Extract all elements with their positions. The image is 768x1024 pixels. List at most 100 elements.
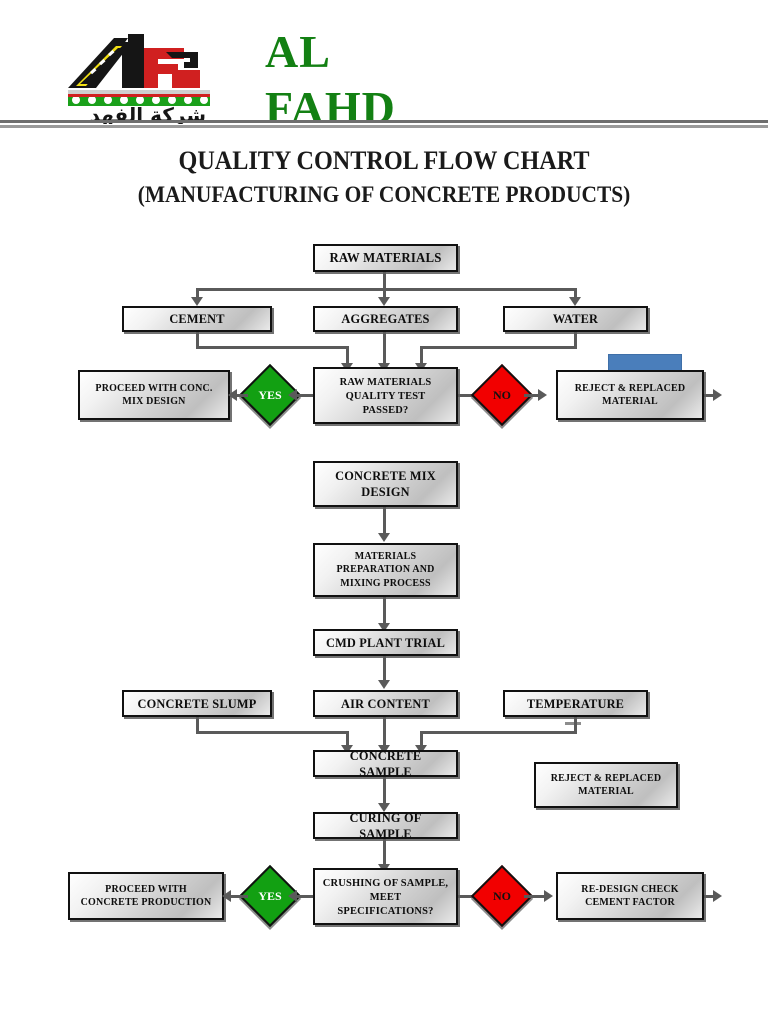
connector-aggregates-drop [383, 332, 386, 366]
stray-dash-mark [565, 722, 581, 725]
arrow-slump-to-sample [341, 745, 353, 754]
connector-crushing-to-no2 [458, 895, 480, 898]
connector-water-across [420, 346, 577, 349]
connector-slump-down [196, 717, 199, 733]
arrow-test-to-yes1 [288, 389, 297, 401]
connector-air-drop [383, 717, 386, 748]
node-cement[interactable]: CEMENT [122, 306, 272, 332]
arrow-yes2-left [222, 890, 231, 902]
node-proceed-production[interactable]: PROCEED WITH CONCRETE PRODUCTION [68, 872, 224, 920]
node-reject-replaced-material-1-label: REJECT & REPLACED MATERIAL [574, 382, 686, 408]
arrow-temp-to-sample [415, 745, 427, 754]
connector-water-drop [420, 346, 423, 366]
divider-line-top [0, 120, 768, 123]
connector-yes1-to-proceed [230, 394, 248, 397]
node-air-content-label: AIR CONTENT [341, 695, 430, 711]
connector-yes2-to-proceed [224, 895, 248, 898]
logo-arabic-text: شركة الفهد [90, 103, 206, 124]
arrow-to-cement [191, 297, 203, 306]
node-water-label: WATER [552, 311, 599, 326]
node-concrete-slump[interactable]: CONCRETE SLUMP [122, 690, 272, 717]
divider-line-bottom [0, 125, 768, 128]
connector-trial-to-air [383, 656, 386, 684]
node-reject-replaced-material-1[interactable]: REJECT & REPLACED MATERIAL [556, 370, 704, 420]
connector-prep-to-trial [383, 597, 386, 627]
connector-bus-mid-drop [383, 288, 386, 300]
connector-sample-to-curing [383, 777, 386, 807]
header-divider [0, 120, 768, 130]
node-concrete-mix-design[interactable]: CONCRETE MIX DESIGN [313, 461, 458, 507]
node-reject-replaced-material-2[interactable]: REJECT & REPLACED MATERIAL [534, 762, 678, 808]
node-reject-replaced-material-2-label: REJECT & REPLACED MATERIAL [550, 772, 662, 798]
node-proceed-production-label: PROCEED WITH CONCRETE PRODUCTION [80, 883, 212, 909]
node-cement-label: CEMENT [169, 311, 225, 326]
connector-bus-left-drop [196, 288, 199, 300]
node-redesign-cement-factor[interactable]: RE-DESIGN CHECK CEMENT FACTOR [556, 872, 704, 920]
connector-test-to-no1 [458, 394, 480, 397]
node-redesign-cement-factor-label: RE-DESIGN CHECK CEMENT FACTOR [581, 883, 679, 909]
brand-wordmark: AL FAHD [265, 24, 525, 128]
node-aggregates[interactable]: AGGREGATES [313, 306, 458, 332]
connector-cmd-to-prep [383, 507, 386, 537]
connector-redesign-out [704, 895, 716, 898]
connector-slump-drop [346, 731, 349, 748]
connector-temp-across [420, 731, 577, 734]
connector-bus-row1 [196, 288, 576, 291]
decision-yes-crushing-label: YES [258, 888, 282, 903]
decision-yes-raw-materials-label: YES [258, 387, 282, 402]
connector-curing-to-crushing [383, 839, 386, 868]
connector-slump-across [196, 731, 349, 734]
node-concrete-mix-design-label: CONCRETE MIX DESIGN [335, 468, 436, 499]
node-proceed-mix-design-label: PROCEED WITH CONC. MIX DESIGN [95, 382, 213, 408]
node-cmd-plant-trial[interactable]: CMD PLANT TRIAL [313, 629, 458, 656]
decision-no-raw-materials-label: NO [493, 387, 511, 402]
connector-reject1-out [704, 394, 716, 397]
node-raw-materials-quality-test-label: RAW MATERIALS QUALITY TEST PASSED? [339, 375, 432, 416]
arrow-no1-right [538, 389, 547, 401]
page-title: QUALITY CONTROL FLOW CHART [178, 146, 590, 175]
node-cmd-plant-trial-label: CMD PLANT TRIAL [325, 634, 446, 650]
arrow-yes1-left [228, 389, 237, 401]
node-raw-materials-quality-test[interactable]: RAW MATERIALS QUALITY TEST PASSED? [313, 367, 458, 424]
node-materials-preparation[interactable]: MATERIALS PREPARATION AND MIXING PROCESS [313, 543, 458, 597]
node-water[interactable]: WATER [503, 306, 648, 332]
decision-no-crushing-label: NO [493, 888, 511, 903]
node-raw-materials-label: RAW MATERIALS [329, 250, 442, 265]
company-logo: شركة الفهد [66, 28, 212, 124]
connector-temp-down [574, 717, 577, 733]
connector-cement-across [196, 346, 349, 349]
node-raw-materials[interactable]: RAW MATERIALS [313, 244, 458, 272]
arrow-cmd-to-prep [378, 533, 390, 542]
connector-temp-drop [420, 731, 423, 748]
arrow-crushing-to-yes2 [288, 890, 297, 902]
arrow-air-to-sample [378, 745, 390, 754]
logo-graphic: شركة الفهد [68, 34, 210, 124]
node-crushing-of-sample[interactable]: CRUSHING OF SAMPLE, MEET SPECIFICATIONS? [313, 868, 458, 925]
node-air-content[interactable]: AIR CONTENT [313, 690, 458, 717]
arrow-prep-to-trial [378, 623, 390, 632]
brand-line-1: AL [265, 26, 331, 77]
connector-water-down [574, 332, 577, 348]
arrow-to-water [569, 297, 581, 306]
node-curing-of-sample[interactable]: CURING OF SAMPLE [313, 809, 458, 841]
connector-cement-down [196, 332, 199, 348]
connector-cement-drop [346, 346, 349, 366]
connector-no1-to-reject [524, 394, 542, 397]
page-subtitle: (MANUFACTURING OF CONCRETE PRODUCTS) [137, 182, 631, 207]
node-proceed-mix-design[interactable]: PROCEED WITH CONC. MIX DESIGN [78, 370, 230, 420]
node-concrete-slump-label: CONCRETE SLUMP [137, 695, 257, 711]
node-curing-of-sample-label: CURING OF SAMPLE [349, 809, 422, 841]
node-temperature-label: TEMPERATURE [526, 695, 625, 711]
connector-no2-to-redesign [524, 895, 548, 898]
node-aggregates-label: AGGREGATES [341, 311, 430, 326]
arrow-sample-to-curing [378, 803, 390, 812]
node-temperature[interactable]: TEMPERATURE [503, 690, 648, 717]
node-concrete-sample[interactable]: CONCRETE SAMPLE [313, 747, 458, 779]
connector-test-to-yes1 [292, 394, 314, 397]
node-materials-preparation-label: MATERIALS PREPARATION AND MIXING PROCESS [336, 550, 435, 589]
arrow-no2-right [544, 890, 553, 902]
connector-raw-to-bus [383, 272, 386, 290]
node-concrete-sample-label: CONCRETE SAMPLE [349, 747, 422, 779]
arrow-trial-to-air [378, 680, 390, 689]
